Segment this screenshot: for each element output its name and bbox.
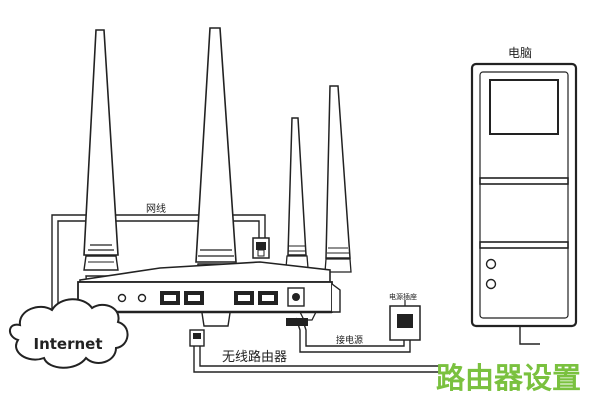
reset-button xyxy=(117,293,127,303)
computer-screen-panel xyxy=(489,79,559,135)
power-plug-icon xyxy=(400,320,410,328)
power-socket xyxy=(389,300,421,341)
computer-tower xyxy=(470,62,578,328)
computer-label: 电脑 xyxy=(508,46,532,60)
computer-reset-button xyxy=(485,278,497,290)
router-antenna-rear-2 xyxy=(324,85,352,273)
router-antenna-left xyxy=(83,29,119,301)
lan-port-3 xyxy=(258,291,278,305)
wps-button xyxy=(137,293,147,303)
power-plug-head xyxy=(286,318,308,326)
connect-power-label: 接电源 xyxy=(336,334,363,346)
watermark-text: 路由器设置 xyxy=(436,361,581,395)
internet-label: Internet xyxy=(33,335,102,353)
wireless-router-label: 无线路由器 xyxy=(222,349,287,365)
network-cable-label: 网线 xyxy=(146,202,166,215)
rj45-plug-top xyxy=(252,237,270,259)
internet-cloud xyxy=(9,298,129,369)
lan-port-2 xyxy=(234,291,254,305)
router-antenna-rear-1 xyxy=(285,117,309,269)
lan-port-1 xyxy=(184,291,204,305)
ethernet-cable-to-computer xyxy=(189,322,540,373)
power-port xyxy=(287,287,305,307)
router-ports xyxy=(117,287,305,307)
computer-power-button xyxy=(485,258,497,270)
power-socket-label: 电源插座 xyxy=(389,292,417,301)
wan-port xyxy=(160,291,180,305)
